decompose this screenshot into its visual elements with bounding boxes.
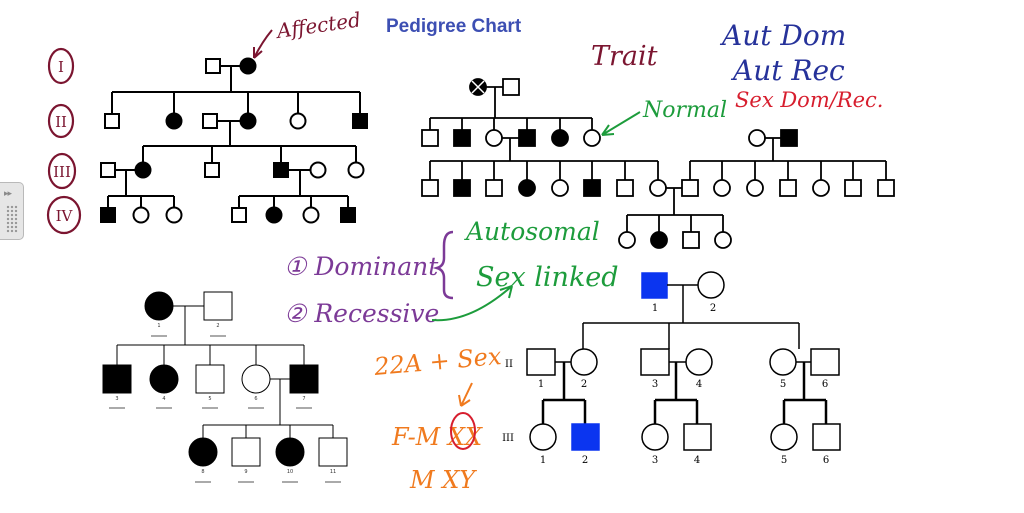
affected-male-gen3 [571, 423, 600, 451]
svg-text:1: 1 [652, 303, 658, 314]
annotation-trait: Trait [591, 41, 658, 72]
annotation-sex-dom-rec: Sex Dom/Rec. [735, 88, 883, 112]
svg-text:5: 5 [781, 455, 787, 466]
svg-text:3: 3 [652, 379, 658, 390]
svg-text:7: 7 [302, 396, 305, 402]
svg-text:3: 3 [115, 396, 118, 402]
svg-text:6: 6 [823, 455, 829, 466]
svg-text:1: 1 [538, 379, 544, 390]
annotation-aut-rec: Aut Rec [730, 54, 845, 87]
svg-text:6: 6 [822, 379, 828, 390]
choice-bracket [432, 230, 454, 300]
svg-text:III: III [502, 433, 514, 444]
normal-arrow [601, 111, 641, 136]
annotation-sex-linked: Sex linked [476, 262, 619, 293]
svg-text:4: 4 [696, 379, 702, 390]
svg-text:2: 2 [710, 303, 716, 314]
pedigree-chart-1 [46, 47, 368, 235]
affected-male-gen1 [641, 272, 668, 299]
pedigree-chart-4 [102, 291, 348, 467]
svg-text:2: 2 [216, 323, 219, 329]
svg-text:1: 1 [540, 455, 546, 466]
svg-text:1: 1 [157, 323, 160, 329]
chart-3-labels: 1 2 II 1 2 3 4 5 6 III 1 2 3 4 5 6 [502, 303, 829, 466]
gen-label-2: II [55, 113, 67, 131]
generation-labels: I II III IV [53, 58, 73, 225]
svg-text:10: 10 [287, 469, 293, 475]
annotation-affected: Affected [273, 7, 362, 43]
pedigree-chart-2 [421, 78, 895, 249]
x-chromosome-circle [450, 412, 476, 450]
chart-4-labels: 1 2 3 4 5 6 7 8 9 10 11 [115, 323, 336, 475]
sidebar-expand-tab[interactable]: ▸▸ [0, 182, 24, 240]
svg-text:3: 3 [652, 455, 658, 466]
svg-text:8: 8 [201, 469, 204, 475]
affected-arrow [253, 29, 273, 59]
page-title: Pedigree Chart [386, 16, 522, 37]
annotation-female-xx: F-M XX [391, 423, 483, 451]
annotation-male-xy: M XY [409, 466, 477, 494]
chart-4-underlines [109, 335, 341, 483]
annotation-normal: Normal [642, 98, 727, 123]
annotation-dominant: ① Dominant [284, 252, 439, 281]
generation-markers [46, 47, 82, 235]
pedigree-chart-3 [526, 271, 841, 451]
svg-text:2: 2 [581, 379, 587, 390]
gen-label-1: I [58, 58, 64, 76]
svg-text:II: II [505, 359, 513, 370]
svg-text:4: 4 [162, 396, 165, 402]
annotation-autosomal: Autosomal [464, 217, 600, 246]
svg-text:5: 5 [208, 396, 211, 402]
annotation-autosome-formula: 22A + Sex [372, 342, 503, 381]
svg-text:11: 11 [330, 469, 336, 475]
grip-handle-icon[interactable] [6, 205, 18, 233]
svg-text:5: 5 [780, 379, 786, 390]
annotation-aut-dom: Aut Dom [719, 19, 846, 52]
expand-arrows-icon: ▸▸ [4, 189, 12, 199]
gen-label-3: III [53, 163, 71, 181]
annotation-recessive: ② Recessive [284, 299, 439, 328]
gen-label-4: IV [56, 207, 74, 225]
svg-text:6: 6 [254, 396, 257, 402]
formula-arrow [458, 382, 473, 407]
svg-text:4: 4 [694, 455, 700, 466]
sex-linked-arrow [431, 285, 513, 322]
svg-text:2: 2 [582, 455, 588, 466]
svg-text:9: 9 [244, 469, 247, 475]
